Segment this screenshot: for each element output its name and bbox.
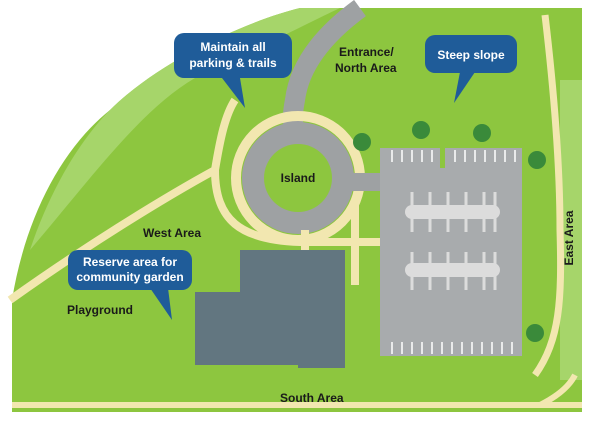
building	[195, 250, 345, 368]
tree-icon	[473, 124, 491, 142]
tree-icon	[528, 151, 546, 169]
tree-icon	[412, 121, 430, 139]
trail-south-of-island	[211, 169, 380, 246]
label-north-area: North Area	[335, 61, 397, 75]
parking-lot	[380, 148, 522, 356]
label-east-area: East Area	[562, 210, 576, 265]
south-trail-right-bend	[538, 373, 578, 408]
grass-right-edge	[560, 80, 582, 380]
tree-icon	[353, 133, 371, 151]
callout-garden-line1: Reserve area for	[83, 255, 177, 269]
callout-community-garden: Reserve area for community garden	[68, 250, 192, 320]
label-south-area: South Area	[280, 391, 344, 405]
tree-group	[353, 121, 546, 342]
callout-garden-line2: community garden	[76, 270, 183, 284]
parking-island-upper	[405, 192, 500, 232]
west-trail	[7, 97, 239, 304]
label-west-area: West Area	[143, 226, 201, 240]
parking-stripes	[391, 150, 516, 354]
label-playground: Playground	[67, 303, 133, 317]
island	[264, 144, 332, 212]
callout-steep-slope: Steep slope	[425, 35, 517, 103]
east-trail	[532, 14, 565, 378]
label-entrance: Entrance/	[339, 45, 394, 59]
tree-icon	[526, 324, 544, 342]
callout-parking-line1: Maintain all	[200, 40, 265, 54]
callout-parking-trails: Maintain all parking & trails	[174, 33, 292, 108]
label-island: Island	[281, 171, 316, 185]
callout-slope-text: Steep slope	[437, 48, 505, 62]
callout-parking-line2: parking & trails	[189, 56, 277, 70]
parking-island-lower	[405, 252, 500, 290]
